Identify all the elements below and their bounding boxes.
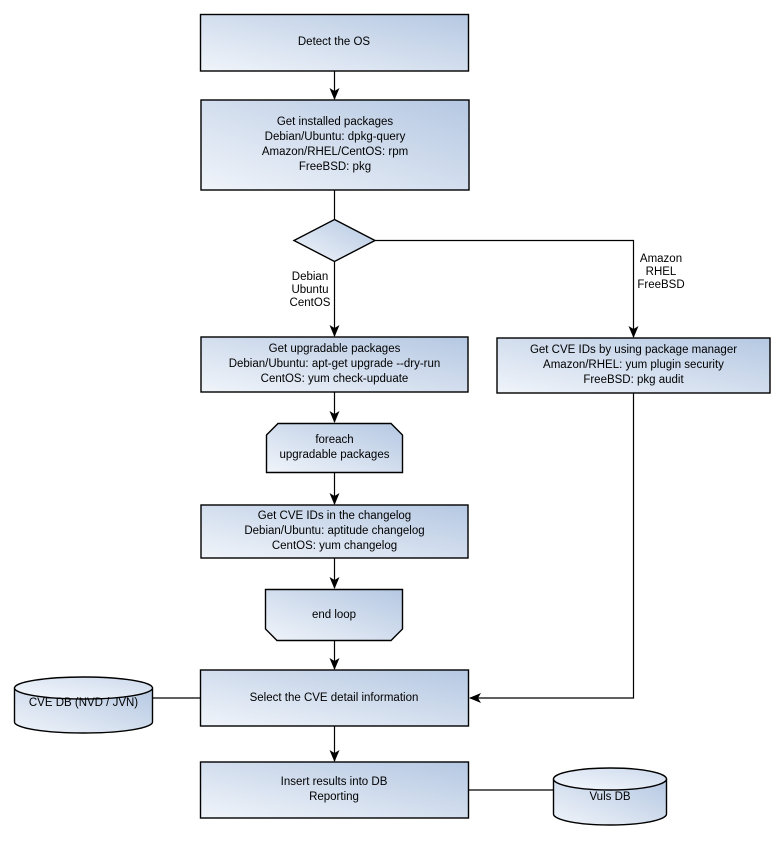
node-get-cve-pkg-mgr [496,337,771,394]
node-get-cve-changelog [200,504,469,559]
node-insert-results [199,761,470,819]
node-foreach-loop-start [265,422,404,474]
node-os-decision-diamond [292,218,377,263]
node-detect-os [199,13,470,72]
node-get-upgradable [200,336,469,393]
node-cve-db-cylinder [13,676,154,734]
node-select-cve [199,669,470,727]
node-end-loop [264,588,404,642]
node-vuls-db-cylinder [552,767,668,826]
node-get-installed [200,99,470,191]
arrow-cve-pkg-mgr-to-select [469,393,635,703]
arrow-decision-to-cve-pkg-mgr [375,239,639,338]
